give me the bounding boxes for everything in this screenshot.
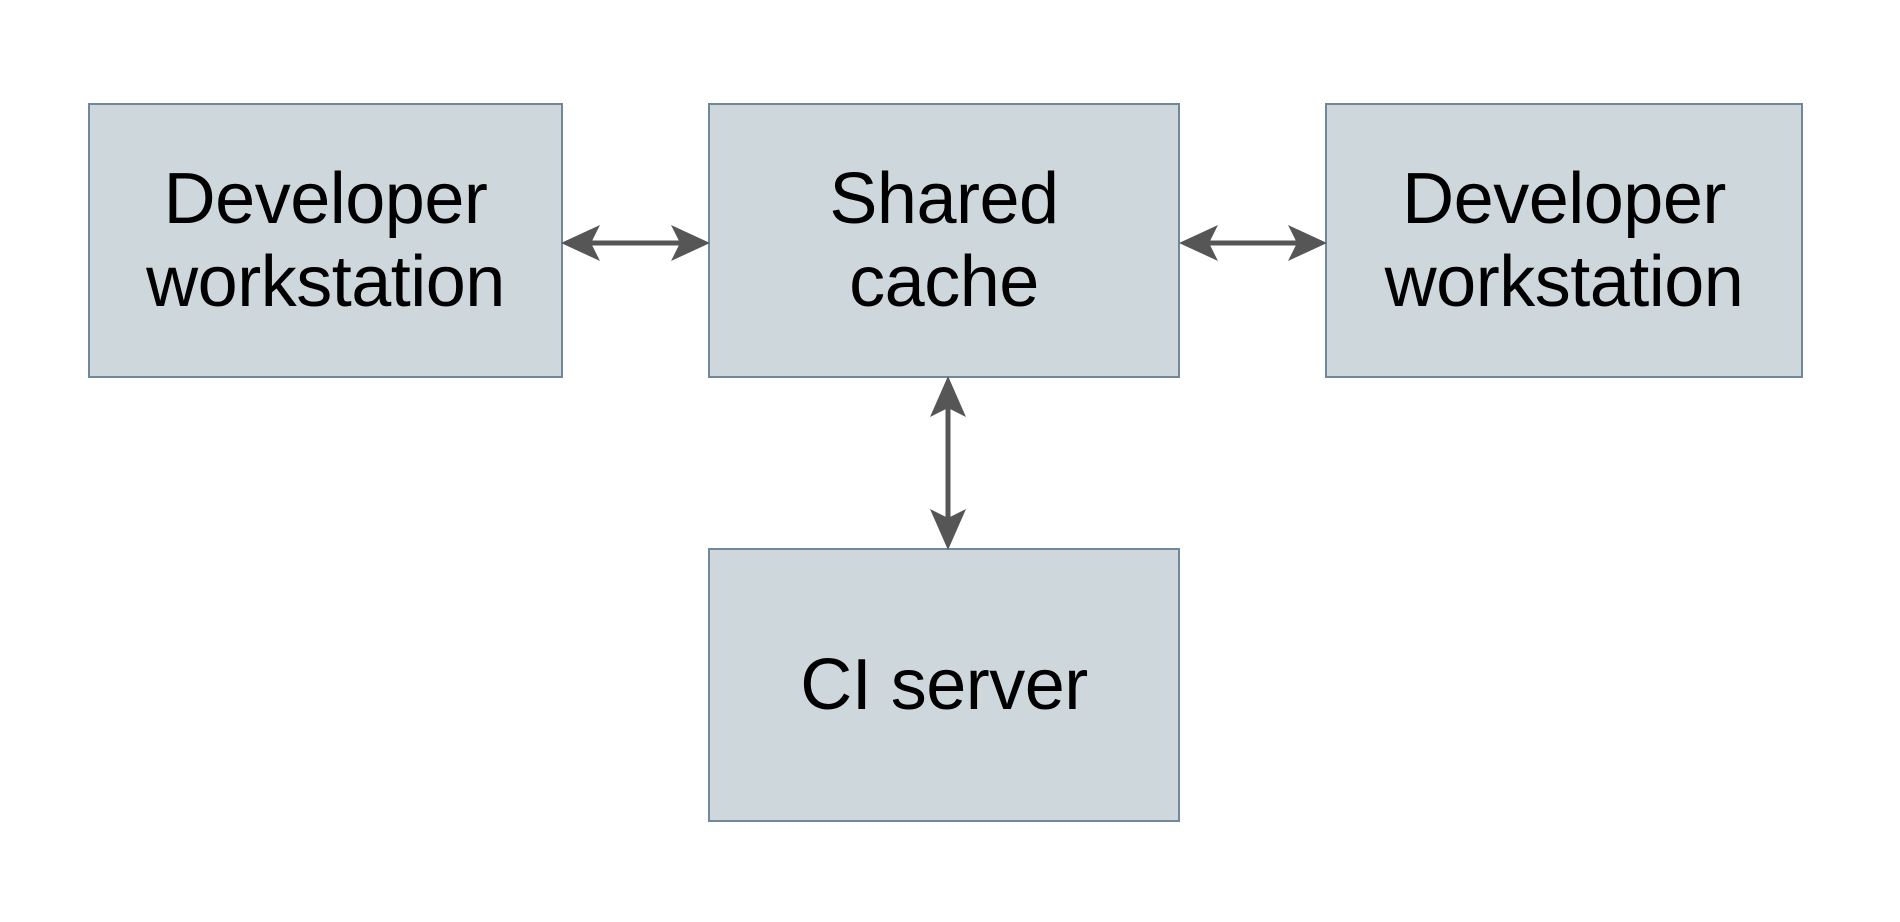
node-developer-workstation-left[interactable]: Developer workstation [88, 103, 563, 378]
node-shared-cache[interactable]: Shared cache [708, 103, 1180, 378]
node-ci-server[interactable]: CI server [708, 548, 1180, 822]
double-arrow-icon [930, 376, 966, 550]
edge-shared-cache-to-developer-workstation-right[interactable] [1178, 213, 1328, 273]
node-label: Developer workstation [1384, 159, 1744, 322]
node-label: CI server [800, 644, 1088, 725]
edge-shared-cache-to-ci-server[interactable] [918, 375, 978, 551]
double-arrow-icon [1179, 225, 1327, 261]
node-developer-workstation-right[interactable]: Developer workstation [1325, 103, 1803, 378]
node-label: Developer workstation [146, 159, 505, 322]
double-arrow-icon [561, 225, 710, 261]
node-label: Shared cache [829, 159, 1059, 322]
edge-developer-workstation-left-to-shared-cache[interactable] [560, 213, 711, 273]
